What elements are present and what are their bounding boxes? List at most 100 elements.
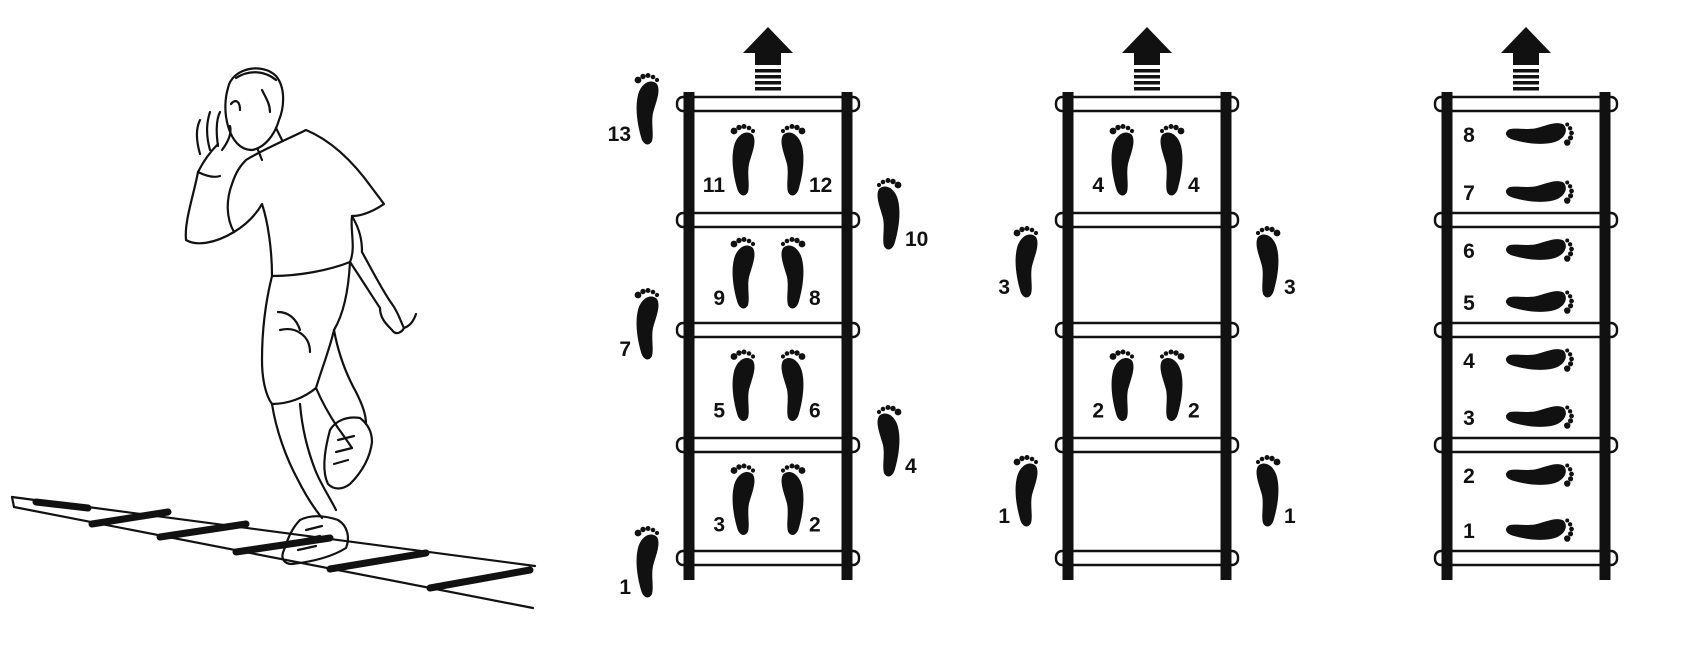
left-footprint-icon	[730, 463, 756, 535]
step-number: 13	[608, 123, 631, 146]
right-footprint-icon	[1505, 122, 1574, 146]
right-footprint-icon	[780, 349, 806, 421]
left-footprint-icon	[730, 349, 756, 421]
step-number: 3	[998, 276, 1010, 299]
step-7: 7	[619, 288, 660, 361]
step-number: 4	[1092, 174, 1104, 197]
left-footprint-icon	[1013, 455, 1039, 527]
ladder-rung	[675, 211, 861, 229]
step-3: 3	[713, 463, 756, 537]
ladder-rung	[1054, 95, 1240, 113]
step-number: 3	[713, 514, 725, 537]
step-number: 10	[905, 228, 928, 251]
ladder-rung	[1433, 211, 1619, 229]
step-1: 1	[619, 526, 660, 599]
right-footprint-icon	[780, 124, 806, 196]
right-footprint-icon	[1505, 180, 1574, 204]
step-number: 9	[713, 287, 725, 310]
step-number: 6	[1463, 240, 1475, 263]
arrow-up-icon	[1122, 27, 1172, 91]
ladder-rung	[1054, 321, 1240, 339]
step-number: 5	[713, 400, 725, 423]
step-number: 8	[809, 287, 821, 310]
right-footprint-icon	[876, 178, 902, 250]
ladder-rail-right	[841, 92, 853, 580]
ladder-rung	[1433, 95, 1619, 113]
ladder-rung	[675, 436, 861, 454]
left-footprint-icon	[1109, 124, 1135, 196]
step-number: 7	[619, 338, 631, 361]
step-6: 6	[780, 349, 821, 423]
left-footprint-icon	[634, 73, 660, 145]
step-3: 3	[998, 226, 1039, 299]
step-4: 4	[1463, 348, 1574, 373]
agility-ladder	[1054, 92, 1240, 580]
left-footprint-icon	[1013, 226, 1039, 298]
step-number: 12	[809, 174, 832, 197]
step-number: 1	[1463, 520, 1475, 543]
step-number: 1	[1284, 505, 1296, 528]
right-footprint-icon	[780, 463, 806, 535]
left-footprint-icon	[634, 526, 660, 598]
step-2: 2	[780, 463, 821, 537]
step-10: 10	[876, 178, 928, 251]
step-number: 4	[905, 455, 917, 478]
step-5: 5	[1463, 290, 1574, 315]
right-footprint-icon	[876, 405, 902, 477]
step-2: 2	[1092, 349, 1135, 423]
right-footprint-icon	[1505, 348, 1574, 372]
right-footprint-icon	[1505, 405, 1574, 429]
agility-ladder	[675, 92, 861, 580]
step-4: 4	[876, 405, 917, 478]
step-3: 3	[1255, 226, 1296, 299]
step-number: 2	[1188, 400, 1200, 423]
right-footprint-icon	[1159, 349, 1185, 421]
ladder-rung	[1054, 436, 1240, 454]
ladder-rung	[675, 549, 861, 567]
step-6: 6	[1463, 238, 1574, 263]
ladder-perspective-icon	[10, 495, 537, 610]
step-8: 8	[780, 237, 821, 310]
step-number: 4	[1188, 174, 1200, 197]
ladder-rung	[1433, 549, 1619, 567]
right-footprint-icon	[780, 237, 806, 309]
ladder-rail-left	[683, 92, 695, 580]
right-footprint-icon	[1505, 290, 1574, 314]
right-footprint-icon	[1255, 455, 1281, 527]
step-4: 4	[1159, 124, 1200, 197]
step-5: 5	[713, 349, 756, 423]
step-number: 2	[809, 514, 821, 537]
right-footprint-icon	[1505, 518, 1574, 542]
left-footprint-icon	[1109, 349, 1135, 421]
step-number: 4	[1463, 350, 1475, 373]
ladder-rung	[675, 321, 861, 339]
step-1: 1	[1255, 455, 1296, 528]
ladder-rail-left	[1441, 92, 1453, 580]
drill-1: 13 11 12 10 9 8 7 5 6 4 3 2 1	[608, 27, 928, 599]
left-footprint-icon	[634, 288, 660, 360]
right-footprint-icon	[1505, 238, 1574, 262]
right-footprint-icon	[1255, 226, 1281, 298]
step-12: 12	[780, 124, 832, 197]
step-number: 3	[1463, 407, 1475, 430]
athlete-illustration-icon	[10, 67, 537, 610]
step-number: 11	[703, 174, 726, 197]
step-number: 2	[1463, 465, 1475, 488]
step-1: 1	[998, 455, 1039, 528]
right-footprint-icon	[1505, 463, 1574, 487]
ladder-rung	[1433, 321, 1619, 339]
step-number: 7	[1463, 182, 1475, 205]
left-footprint-icon	[730, 124, 756, 196]
arrow-up-icon	[743, 27, 793, 91]
ladder-rail-right	[1220, 92, 1232, 580]
ladder-rail-left	[1062, 92, 1074, 580]
step-7: 7	[1463, 180, 1574, 205]
ladder-rung	[675, 95, 861, 113]
step-13: 13	[608, 73, 660, 146]
agility-ladder	[1433, 92, 1619, 580]
step-number: 3	[1284, 276, 1296, 299]
step-2: 2	[1463, 463, 1574, 488]
ladder-rail-right	[1599, 92, 1611, 580]
